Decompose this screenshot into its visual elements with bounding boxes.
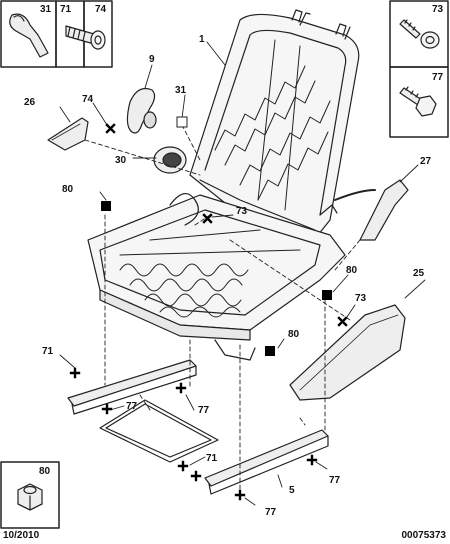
callout-71b: 71	[206, 453, 218, 464]
callout-77b: 77	[198, 405, 210, 416]
inset-box-77	[389, 66, 449, 138]
callout-80c: 80	[288, 329, 300, 340]
callout-1: 1	[199, 34, 205, 45]
side-trim-27	[359, 179, 409, 241]
callout-30: 30	[115, 155, 127, 166]
callout-71a: 71	[42, 346, 54, 357]
callout-5: 5	[289, 485, 295, 496]
callout-80b: 80	[346, 265, 358, 276]
box-label-80: 80	[39, 466, 51, 477]
seatback-frame	[189, 9, 360, 246]
callout-77a: 77	[126, 401, 138, 412]
square-marker-80a	[101, 201, 111, 211]
cushion-frame	[87, 193, 346, 361]
inset-box-73	[389, 0, 449, 68]
box-label-31: 31	[40, 4, 52, 15]
square-marker-80c	[265, 346, 275, 356]
side-trim-26	[47, 117, 89, 151]
square-marker-80b	[322, 290, 332, 300]
dashed-guides	[84, 124, 361, 496]
open-square-marker-31	[176, 116, 188, 128]
callout-73b: 73	[355, 293, 367, 304]
callout-73a: 73	[236, 206, 248, 217]
callout-9: 9	[149, 54, 155, 65]
inset-box-74	[65, 0, 113, 68]
markers	[101, 116, 332, 356]
callout-25: 25	[413, 268, 425, 279]
seat-rails-5	[67, 359, 329, 495]
callout-leaders	[59, 41, 426, 506]
footer-date: 10/2010	[3, 530, 40, 541]
callout-77c: 77	[329, 475, 341, 486]
callout-80a: 80	[62, 184, 74, 195]
box-label-73: 73	[432, 4, 444, 15]
inset-box-80	[0, 461, 60, 529]
box-label-71: 71	[60, 4, 72, 15]
callout-27: 27	[420, 156, 432, 167]
footer-reference: 00075373	[401, 530, 447, 541]
box-label-74: 74	[95, 4, 107, 15]
callout-31: 31	[175, 85, 187, 96]
callout-77d: 77	[265, 507, 277, 518]
box-label-77: 77	[432, 72, 444, 83]
cross-markers	[69, 123, 348, 501]
callout-26: 26	[24, 97, 36, 108]
callout-74: 74	[82, 94, 94, 105]
rosette-30	[153, 146, 187, 174]
front-cover-25	[289, 304, 406, 401]
